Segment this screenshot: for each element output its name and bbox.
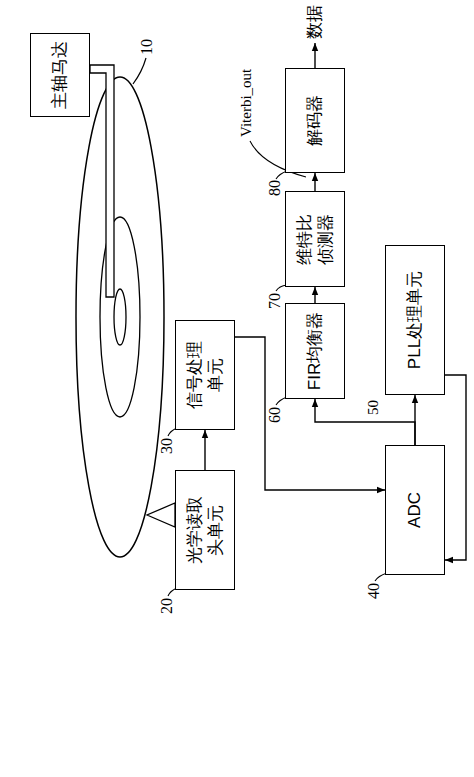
callout-number: 70	[266, 293, 284, 309]
output-arrow	[314, 43, 315, 68]
output-label: 数据	[306, 5, 325, 39]
leader-line	[133, 58, 146, 84]
node-text: 维特比侦测器	[294, 213, 337, 266]
callout-number: 40	[365, 583, 383, 599]
node-text: 主轴马达	[49, 41, 70, 109]
process-box: 解码器	[285, 68, 345, 173]
process-box: 维特比侦测器	[285, 191, 345, 287]
node-text: PLL处理单元	[404, 271, 425, 369]
node-text: 光学读取头单元	[184, 495, 227, 565]
node-text: FIR均衡器	[304, 312, 325, 390]
signal-name: Viterbi_out	[238, 69, 255, 137]
process-box: ADC	[385, 445, 445, 575]
laser-beam	[147, 503, 175, 527]
motor-box: 主轴马达	[30, 33, 90, 117]
callout-number: 20	[158, 598, 176, 614]
process-box: PLL处理单元	[385, 245, 445, 395]
signal-connector	[314, 173, 315, 191]
signal-connector	[204, 430, 205, 470]
callout-number: 60	[266, 407, 284, 423]
node-text: ADC	[404, 492, 425, 528]
signal-connector	[314, 287, 315, 303]
callout-number: 50	[365, 400, 382, 415]
callout-number: 10	[138, 39, 156, 55]
process-box: FIR均衡器	[285, 303, 345, 399]
node-text: 信号处理单元	[184, 340, 227, 410]
signal-connector	[445, 375, 466, 560]
callout-number: 80	[266, 180, 284, 196]
process-box: 信号处理单元	[175, 320, 235, 430]
disc-hole	[114, 289, 126, 345]
optical-disc	[76, 77, 164, 557]
process-box: 光学读取头单元	[175, 470, 235, 590]
callout-number: 30	[158, 438, 176, 454]
signal-connector	[315, 399, 415, 445]
node-text: 解码器	[304, 95, 325, 146]
spindle-shaft	[90, 65, 114, 297]
